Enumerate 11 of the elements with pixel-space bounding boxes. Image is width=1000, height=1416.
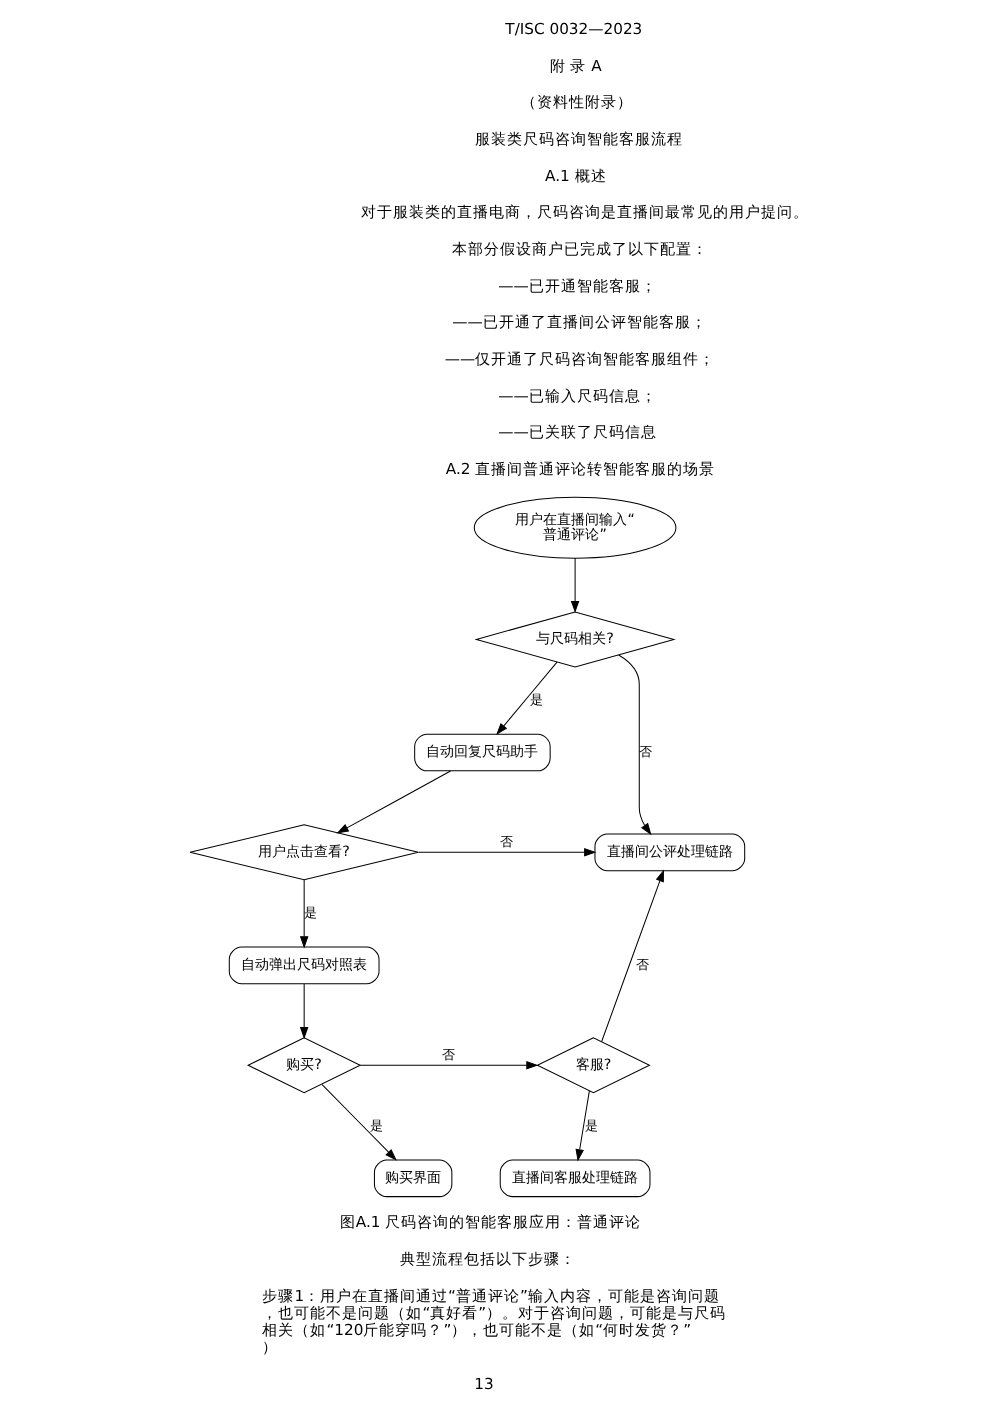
arrow	[569, 557, 579, 614]
arrow	[495, 661, 557, 736]
arrow	[617, 654, 651, 836]
arrow	[574, 1090, 589, 1162]
arrow	[320, 1084, 396, 1161]
arrow	[600, 869, 663, 1042]
arrow	[298, 879, 308, 949]
arrow	[416, 848, 596, 857]
arrow	[358, 1060, 538, 1070]
arrow	[335, 770, 451, 834]
arrow	[298, 983, 308, 1040]
